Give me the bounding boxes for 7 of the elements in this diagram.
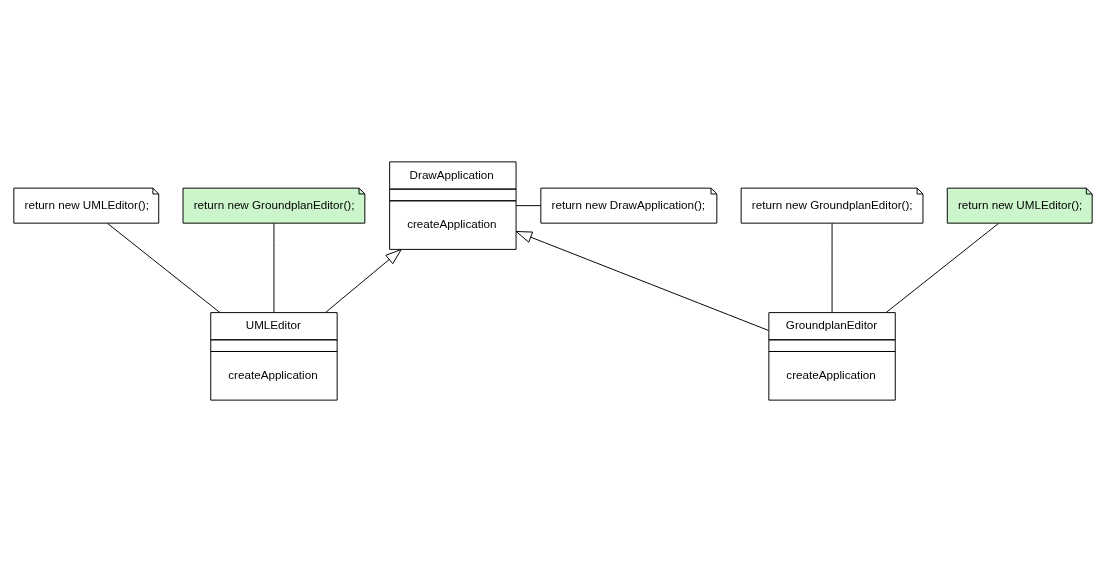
connector (515, 205, 542, 207)
connector (273, 222, 275, 313)
connector (107, 222, 221, 314)
arrow (325, 249, 402, 313)
connector (885, 222, 999, 314)
arrow (515, 231, 770, 331)
connector (831, 222, 833, 313)
